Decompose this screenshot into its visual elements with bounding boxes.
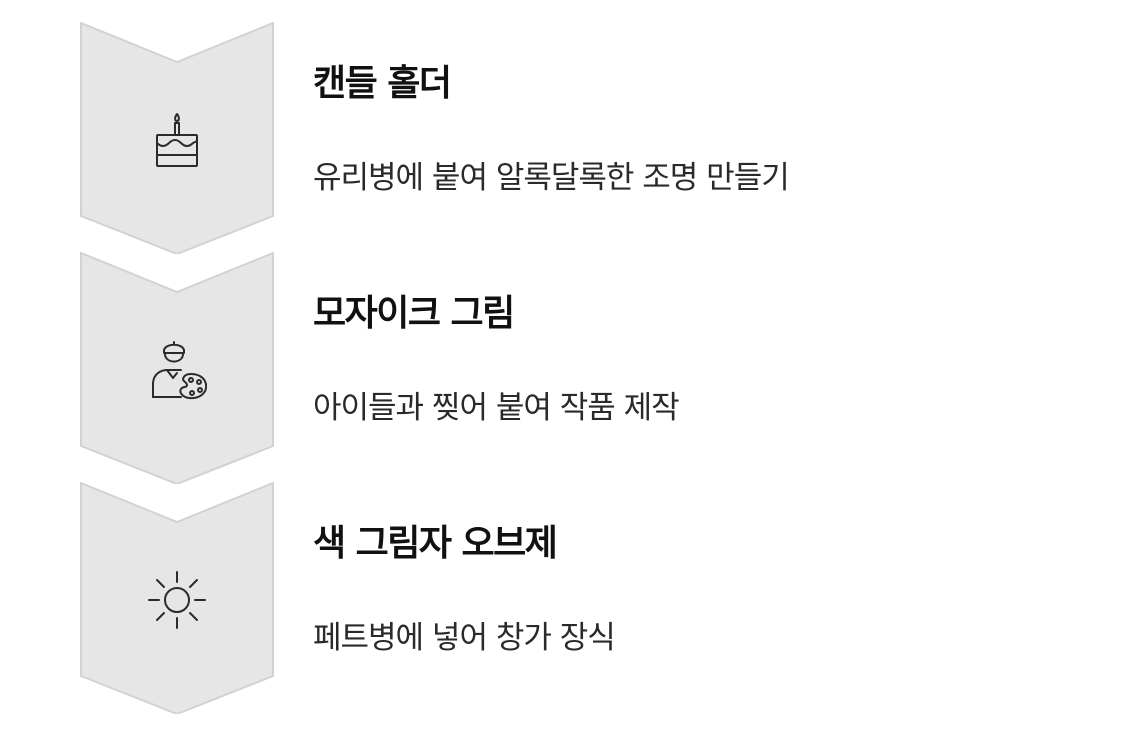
step-chevron-shape: [80, 252, 274, 484]
step-candle-holder: 캔들 홀더 유리병에 붙여 알록달록한 조명 만들기: [0, 22, 1144, 254]
sun-icon: [147, 570, 207, 630]
step-chevron-shape: [80, 482, 274, 714]
birthday-cake-icon: [147, 110, 207, 170]
step-title: 캔들 홀더: [313, 63, 452, 104]
painter-palette-icon: [147, 340, 207, 400]
step-description: 페트병에 넣어 창가 장식: [313, 620, 616, 656]
step-description: 아이들과 찢어 붙여 작품 제작: [313, 390, 680, 426]
step-chevron-shape: [80, 22, 274, 254]
step-description: 유리병에 붙여 알록달록한 조명 만들기: [313, 160, 790, 196]
step-color-shadow-objet: 색 그림자 오브제 페트병에 넣어 창가 장식: [0, 482, 1144, 714]
step-mosaic-painting: 모자이크 그림 아이들과 찢어 붙여 작품 제작: [0, 252, 1144, 484]
step-title: 모자이크 그림: [313, 293, 515, 334]
step-title: 색 그림자 오브제: [313, 523, 558, 564]
